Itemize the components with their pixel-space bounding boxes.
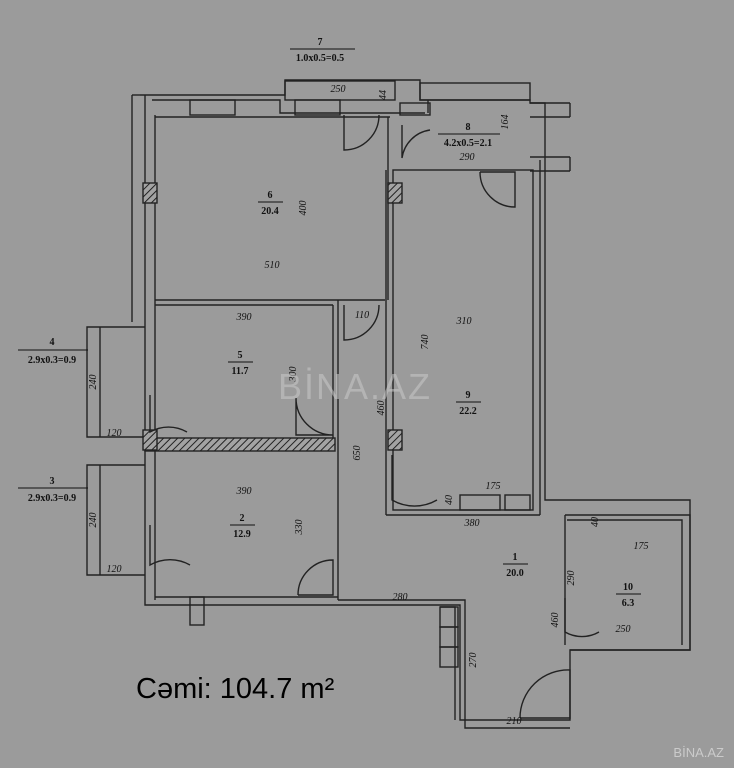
dimension-label: 400 [298,201,309,216]
dimension-label: 120 [107,564,122,575]
dimension-label: 290 [566,571,577,586]
svg-text:5: 5 [238,350,243,361]
svg-text:10: 10 [623,582,633,593]
svg-text:20.4: 20.4 [261,206,279,217]
svg-text:1: 1 [513,552,518,563]
room-6-label: 6 20.4 [258,190,283,217]
dimension-label: 250 [331,84,346,95]
dimension-label: 510 [265,260,280,271]
svg-text:2.9x0.3=0.9: 2.9x0.3=0.9 [28,355,76,366]
svg-text:12.9: 12.9 [233,529,251,540]
dimension-label: 330 [294,520,305,536]
dimension-label: 310 [456,316,472,327]
dimension-label: 270 [468,653,479,668]
dimension-label: 164 [500,115,511,130]
dimension-label: 380 [464,518,480,529]
svg-text:2.9x0.3=0.9: 2.9x0.3=0.9 [28,493,76,504]
room-4-label: 4 2.9x0.3=0.9 [18,337,88,366]
dimension-label: 210 [507,716,522,727]
svg-text:4.2x0.5=2.1: 4.2x0.5=2.1 [444,138,492,149]
room-3-label: 3 2.9x0.3=0.9 [18,476,88,504]
dimension-label: 250 [616,624,631,635]
dimension-label: 460 [376,401,387,416]
room-8-label: 8 4.2x0.5=2.1 [438,122,500,149]
svg-text:1.0x0.5=0.5: 1.0x0.5=0.5 [296,53,344,64]
total-area: Cəmi: 104.7 m² [136,673,335,705]
dimension-label: 110 [355,310,369,321]
watermark-corner: BİNA.AZ [673,745,724,760]
svg-text:11.7: 11.7 [232,366,249,377]
svg-text:7: 7 [318,37,323,48]
dimension-label: 175 [634,541,649,552]
svg-text:6.3: 6.3 [622,598,635,609]
svg-text:22.2: 22.2 [459,406,477,417]
svg-text:8: 8 [466,122,471,133]
room-9-label: 9 22.2 [456,390,481,417]
room-2-label: 2 12.9 [230,513,255,540]
dimension-label: 290 [460,152,475,163]
room-7-label: 7 1.0x0.5=0.5 [290,37,355,64]
dimension-label: 240 [88,513,99,528]
dimension-label: 44 [378,90,389,100]
svg-text:9: 9 [466,390,471,401]
dimension-label: 240 [88,375,99,390]
room-10-label: 10 6.3 [616,582,641,609]
dimension-label: 390 [236,312,252,323]
dimension-label: 280 [393,592,408,603]
dimension-label: 460 [550,613,561,628]
dimension-label: 390 [236,486,252,497]
dimension-label: 40 [444,495,455,505]
watermark-center: BİNA.AZ [278,366,433,407]
dimension-label: 175 [486,481,501,492]
svg-text:6: 6 [268,190,273,201]
dimension-label: 300 [288,367,299,383]
svg-text:4: 4 [50,337,55,348]
svg-text:20.0: 20.0 [506,568,524,579]
dimension-label: 650 [352,446,363,461]
svg-text:3: 3 [50,476,55,487]
dimension-label: 40 [590,517,601,527]
room-1-label: 1 20.0 [503,552,528,579]
svg-text:2: 2 [240,513,245,524]
room-5-label: 5 11.7 [228,350,253,377]
dimension-label: 120 [107,428,122,439]
dimension-label: 740 [420,335,431,350]
